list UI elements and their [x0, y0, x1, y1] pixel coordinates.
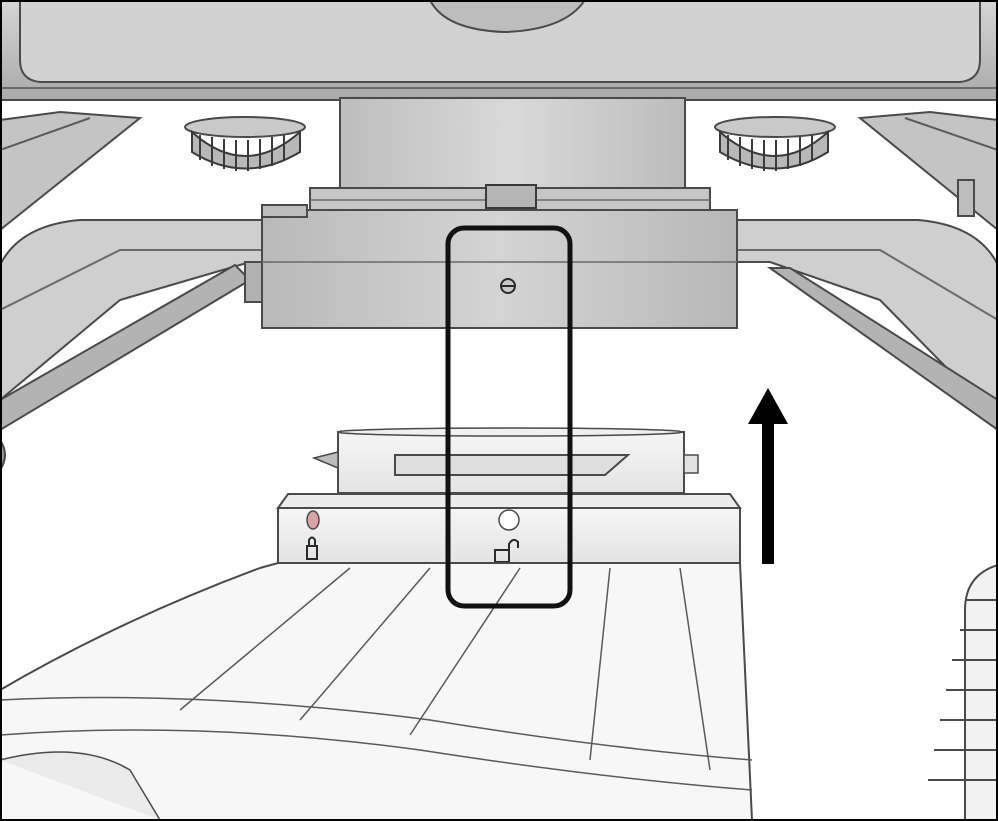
upper-mount	[0, 0, 998, 471]
unlocked-indicator-dot	[498, 509, 520, 531]
locked-indicator-dot	[306, 510, 320, 530]
left-knurled-knob	[184, 116, 306, 171]
lower-body	[0, 427, 998, 821]
ribbed-grip	[928, 563, 998, 821]
right-knurled-knob	[714, 116, 836, 171]
upward-direction-arrow	[748, 388, 788, 564]
lock-icon	[306, 536, 318, 560]
alignment-highlight-box	[445, 225, 573, 609]
